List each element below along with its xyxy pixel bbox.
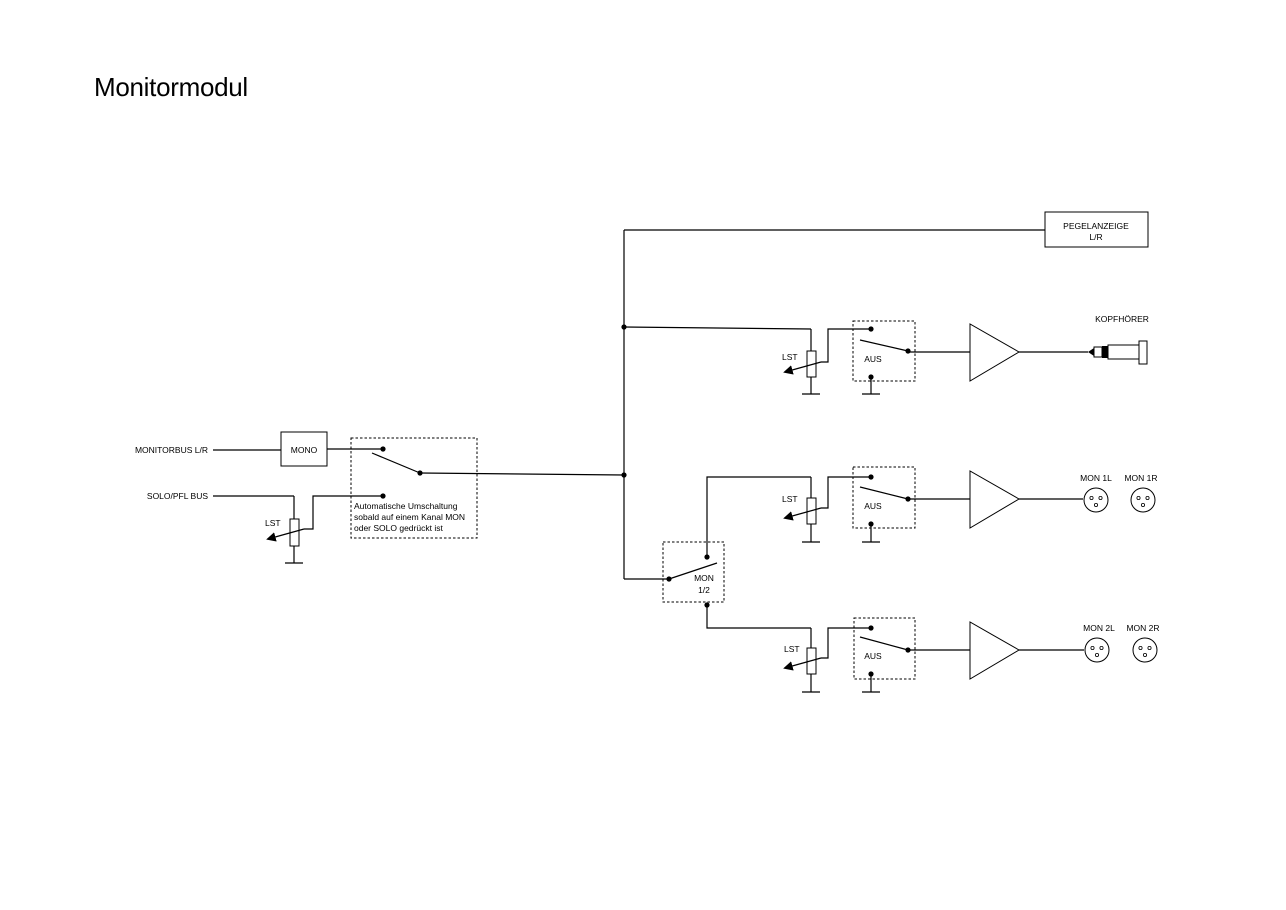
mon1l-xlr-icon xyxy=(1083,487,1109,513)
mon1-aus-switch xyxy=(852,466,916,529)
page-title: Monitormodul xyxy=(94,72,248,102)
auto-switch-note-2: sobald auf einem Kanal MON xyxy=(354,512,465,522)
auto-switch-note-1: Automatische Umschaltung xyxy=(354,501,458,511)
meter-label-2: L/R xyxy=(1089,232,1102,242)
headphones-label: KOPFHÖRER xyxy=(1095,314,1149,324)
level-meter-block xyxy=(1044,211,1149,248)
mon-select-label-1: MON xyxy=(694,573,714,583)
mono-label: MONO xyxy=(291,445,318,455)
mon2r-xlr-icon xyxy=(1132,637,1158,663)
headphone-aus-switch xyxy=(852,320,916,382)
auto-switch-note-3: oder SOLO gedrückt ist xyxy=(354,523,443,533)
auto-switch-blade xyxy=(371,452,421,474)
mon2r-label: MON 2R xyxy=(1126,623,1159,633)
mon2-amp xyxy=(969,621,1020,680)
mon1-aus-label: AUS xyxy=(864,501,882,511)
mon2-aus-switch xyxy=(853,617,916,680)
mon1-amp xyxy=(969,470,1020,529)
headphone-jack-icon xyxy=(1088,340,1148,365)
meter-label-1: PEGELANZEIGE xyxy=(1063,221,1129,231)
headphone-amp xyxy=(969,323,1020,382)
mon2l-label: MON 2L xyxy=(1083,623,1115,633)
mon2-lst-label: LST xyxy=(784,644,800,654)
mon2l-xlr-icon xyxy=(1084,637,1110,663)
monitorbus-label: MONITORBUS L/R xyxy=(135,445,208,455)
auto-switch-box xyxy=(350,437,478,539)
headphone-lst-label: LST xyxy=(782,352,798,362)
mon-select-label-2: 1/2 xyxy=(698,585,710,595)
headphone-aus-label: AUS xyxy=(864,354,882,364)
mon1r-xlr-icon xyxy=(1130,487,1156,513)
mon1l-label: MON 1L xyxy=(1080,473,1112,483)
mon2-aus-label: AUS xyxy=(864,651,882,661)
mon-select-switch xyxy=(662,541,725,603)
solo-bus-label: SOLO/PFL BUS xyxy=(147,491,208,501)
mon1r-label: MON 1R xyxy=(1124,473,1157,483)
solo-lst-label: LST xyxy=(265,518,281,528)
mono-block xyxy=(280,431,328,467)
mon1-lst-label: LST xyxy=(782,494,798,504)
